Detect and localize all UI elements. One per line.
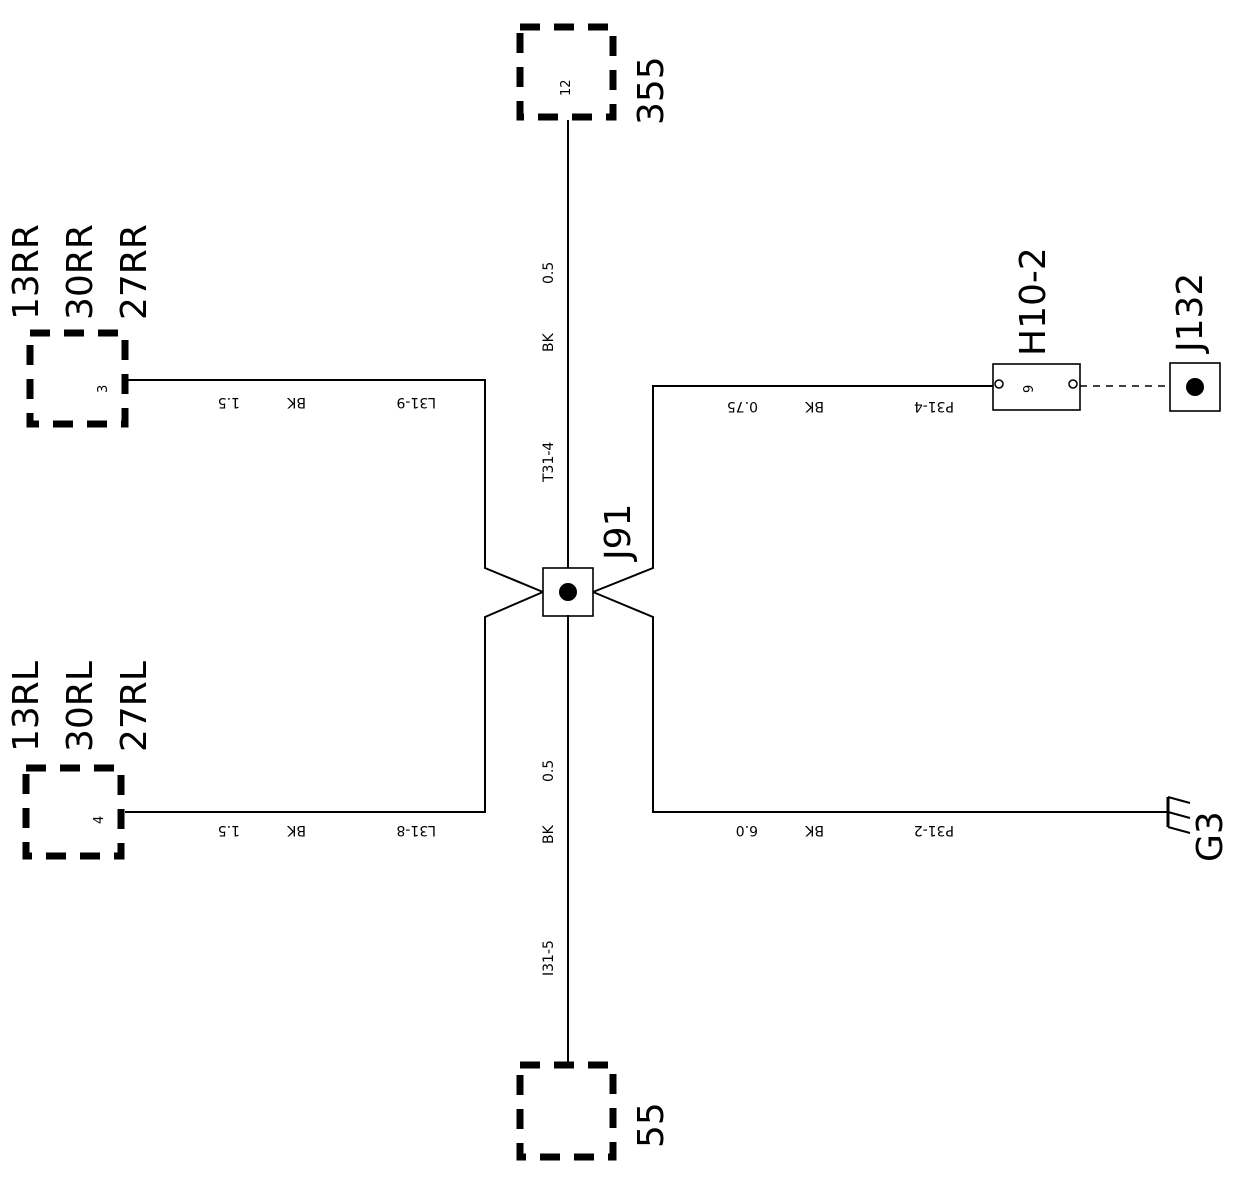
- connector-rear-left: 4 13RL 30RL 27RL: [6, 661, 155, 860]
- connector-rr-pin: 3: [96, 385, 111, 393]
- connector-rr-label-1: 13RR: [6, 224, 47, 320]
- wire-bottom-labels: 0.5 BK I31-5: [541, 760, 557, 976]
- wire-ground-labels: 6.0 BK P31-2: [736, 822, 954, 838]
- wire-rear-right: [125, 379, 544, 593]
- connector-rl-label-3: 27RL: [114, 661, 155, 752]
- ground-label: G3: [1190, 811, 1231, 862]
- wire-ground-color: BK: [804, 822, 824, 838]
- wire-h10: [592, 385, 993, 593]
- connector-rr-label-3: 27RR: [114, 224, 155, 320]
- connector-355-pin: 12: [559, 79, 574, 96]
- wire-h10-color: BK: [804, 398, 824, 414]
- connector-rl-label-2: 30RL: [60, 661, 101, 752]
- wire-top-gauge: 0.5: [541, 262, 557, 284]
- connector-355: 12 355: [516, 23, 672, 125]
- wire-top-labels: 0.5 BK T31-4: [541, 262, 557, 483]
- wire-rr-circuit: L31-9: [396, 394, 436, 410]
- connector-rl-pin: 4: [92, 816, 107, 824]
- wire-rl-color: BK: [286, 822, 306, 838]
- wire-h10-gauge: 0.75: [727, 398, 758, 414]
- connector-rl-label-1: 13RL: [6, 661, 47, 752]
- connector-355-label: 355: [631, 56, 672, 125]
- wire-rear-left: [125, 591, 544, 813]
- wire-top-color: BK: [541, 332, 557, 352]
- wire-ground-gauge: 6.0: [736, 822, 758, 838]
- wire-ground-circuit: P31-2: [914, 822, 954, 838]
- wire-rl-circuit: L31-8: [396, 822, 436, 838]
- j132-label: J132: [1170, 273, 1211, 354]
- terminal-j132: J132: [1169, 273, 1221, 412]
- h10-label: H10-2: [1013, 247, 1054, 356]
- ground-g3: G3: [1166, 796, 1231, 862]
- splice-j91: J91: [542, 504, 639, 617]
- ground-symbol-hatch: [1167, 826, 1191, 834]
- connector-55-label: 55: [631, 1102, 672, 1148]
- wire-rl-labels: 1.5 BK L31-8: [218, 822, 436, 838]
- wire-ground: [592, 591, 1168, 813]
- wire-h10-labels: 0.75 BK P31-4: [727, 398, 954, 414]
- wire-rl-gauge: 1.5: [218, 822, 240, 838]
- connector-rr-label-2: 30RR: [60, 224, 101, 320]
- connector-h10: 9 H10-2: [992, 247, 1081, 411]
- j132-dot: [1186, 378, 1204, 396]
- ground-symbol-hatch: [1167, 811, 1191, 819]
- h10-pin-right: [1068, 379, 1078, 389]
- ground-symbol-hatch: [1167, 796, 1191, 804]
- wire-top-circuit: T31-4: [541, 442, 557, 483]
- wire-bottom-gauge: 0.5: [541, 760, 557, 782]
- wire-rr-color: BK: [286, 394, 306, 410]
- connector-rear-right: 3 13RR 30RR 27RR: [6, 224, 155, 428]
- wire-bottom-circuit: I31-5: [541, 940, 557, 976]
- wire-bottom-color: BK: [541, 824, 557, 844]
- h10-pin-number: 9: [1022, 385, 1037, 393]
- h10-pin-left: [994, 379, 1004, 389]
- wire-lines: [125, 120, 1170, 1062]
- splice-dot: [559, 583, 577, 601]
- wire-rr-gauge: 1.5: [218, 394, 240, 410]
- connector-55: 55: [516, 1061, 672, 1161]
- wire-h10-circuit: P31-4: [914, 398, 954, 414]
- wire-rr-labels: 1.5 BK L31-9: [218, 394, 436, 410]
- splice-label: J91: [598, 504, 639, 562]
